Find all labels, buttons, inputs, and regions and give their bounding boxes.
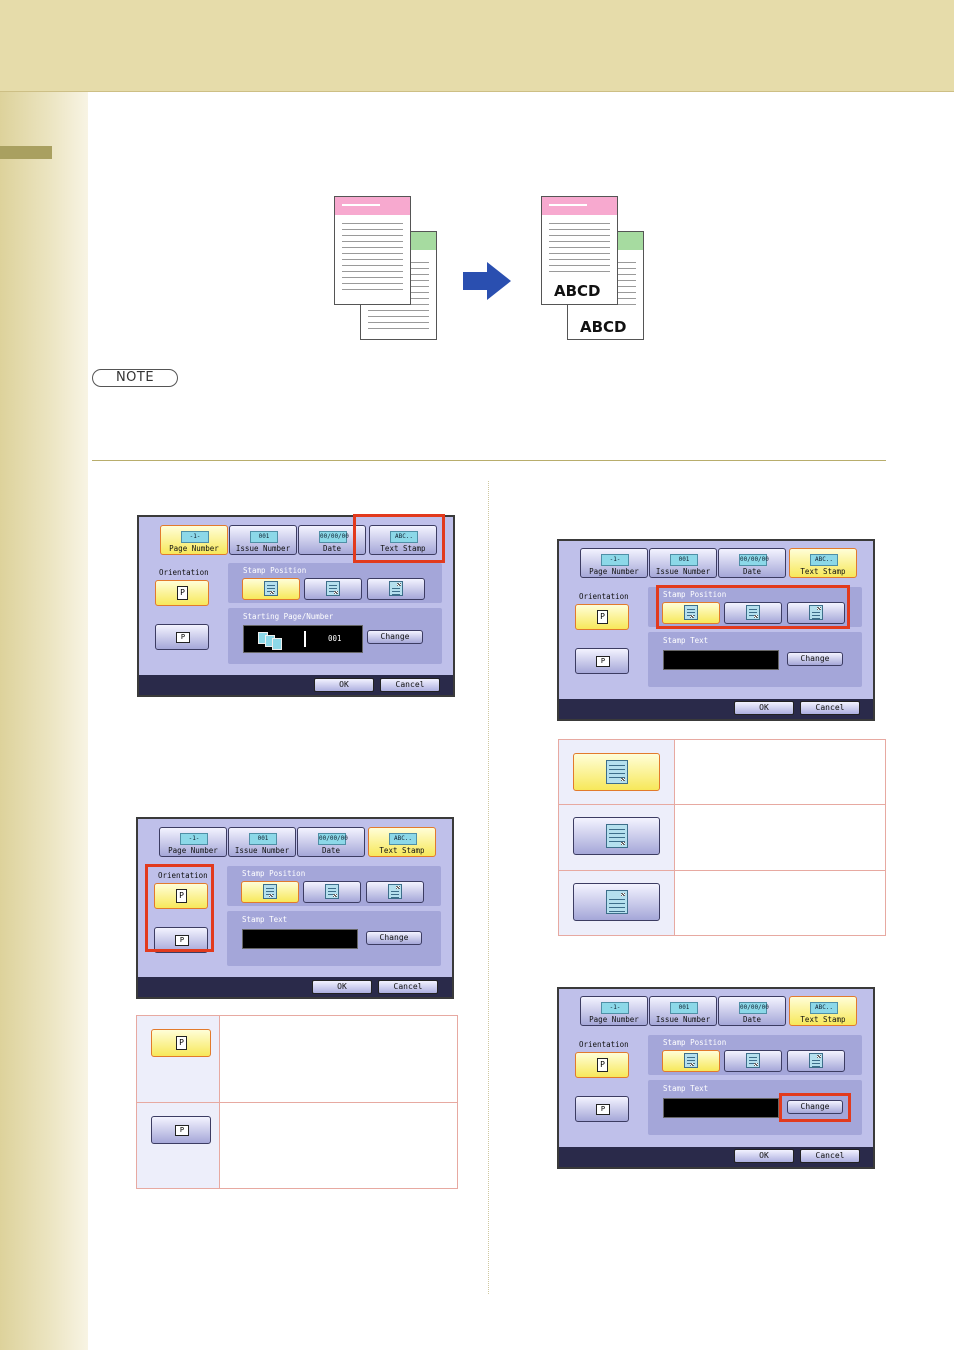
stamp-position-panel: Stamp Position — [648, 587, 862, 627]
change-button[interactable]: Change — [366, 931, 422, 945]
orientation-label: Orientation — [579, 1040, 629, 1049]
orientation-landscape-button[interactable]: P — [575, 1096, 629, 1122]
cancel-button[interactable]: Cancel — [800, 701, 860, 715]
position-top-right-button[interactable] — [787, 1050, 845, 1072]
highlight-change-button — [779, 1093, 851, 1122]
change-button[interactable]: Change — [787, 1100, 843, 1114]
position-bottom-right-button[interactable] — [662, 602, 720, 624]
position-top-right-button[interactable] — [787, 602, 845, 624]
highlight-text-stamp-tab — [353, 514, 445, 563]
starting-number-display: 001 — [243, 625, 363, 653]
ok-button[interactable]: OK — [314, 678, 374, 692]
column-divider — [488, 481, 489, 1294]
stamp-text-back: ABCD — [580, 318, 627, 336]
starting-page-panel: Starting Page/Number 001 Change — [228, 608, 442, 664]
cancel-button[interactable]: Cancel — [800, 1149, 860, 1163]
cancel-button[interactable]: Cancel — [378, 980, 438, 994]
left-sidebar — [0, 92, 88, 1350]
position-bottom-center-button[interactable] — [303, 881, 361, 903]
section-divider — [92, 460, 886, 461]
change-button[interactable]: Change — [367, 630, 423, 644]
tab-page-number[interactable]: -1-Page Number — [580, 996, 648, 1026]
position-bottom-center-button[interactable] — [724, 602, 782, 624]
orientation-portrait-sample: P — [151, 1029, 211, 1057]
position-bottom-center-button[interactable] — [304, 578, 362, 600]
front-page-before — [334, 196, 411, 305]
orientation-portrait-button[interactable]: P — [575, 604, 629, 630]
stamp-position-panel: Stamp Position — [228, 563, 442, 603]
orientation-portrait-button[interactable]: P — [154, 883, 208, 909]
starting-value: 001 — [328, 634, 342, 643]
orientation-landscape-button[interactable]: P — [154, 927, 208, 953]
position-top-right-button[interactable] — [366, 881, 424, 903]
position-top-right-sample — [573, 883, 660, 921]
stamp-text-field[interactable] — [663, 1098, 779, 1118]
position-top-right-button[interactable] — [367, 578, 425, 600]
position-bottom-center-sample — [573, 817, 660, 855]
orientation-label: Orientation — [579, 592, 629, 601]
orientation-landscape-sample: P — [151, 1116, 211, 1144]
tab-text-stamp[interactable]: ABC..Text Stamp — [789, 548, 857, 578]
stamp-text-panel: Stamp Text Change — [227, 911, 441, 966]
orientation-portrait-button[interactable]: P — [155, 580, 209, 606]
note-label: NOTE — [92, 369, 178, 387]
position-bottom-right-button[interactable] — [242, 578, 300, 600]
tab-page-number[interactable]: -1-Page Number — [159, 827, 227, 857]
tab-text-stamp[interactable]: ABC..Text Stamp — [789, 996, 857, 1026]
ok-button[interactable]: OK — [734, 701, 794, 715]
highlight-stamp-position — [656, 585, 850, 629]
section-tab-marker — [0, 146, 52, 159]
stamp-text-front: ABCD — [554, 282, 601, 300]
stamp-position-table — [558, 739, 886, 936]
stamp-text-field[interactable] — [242, 929, 358, 949]
orientation-label: Orientation — [159, 568, 209, 577]
tab-text-stamp[interactable]: ABC..Text Stamp — [368, 827, 436, 857]
right-arrow-icon — [463, 262, 511, 300]
position-bottom-right-sample — [573, 753, 660, 791]
position-bottom-right-button[interactable] — [241, 881, 299, 903]
cancel-button[interactable]: Cancel — [380, 678, 440, 692]
orientation-landscape-button[interactable]: P — [575, 648, 629, 674]
highlight-orientation — [145, 864, 214, 952]
stamp-text-panel: Stamp Text Change — [648, 632, 862, 687]
orientation-table: P P — [136, 1015, 458, 1189]
stamp-text-field[interactable] — [663, 650, 779, 670]
stamp-position-panel: Stamp Position — [227, 866, 441, 906]
change-button[interactable]: Change — [787, 652, 843, 666]
stamp-text-panel: Stamp Text Change — [648, 1080, 862, 1135]
ok-button[interactable]: OK — [312, 980, 372, 994]
front-page-after: ABCD — [541, 196, 618, 305]
tab-text-stamp[interactable]: ABC..Text Stamp — [369, 525, 437, 555]
orientation-label: Orientation — [158, 871, 208, 880]
orientation-landscape-button[interactable]: P — [155, 624, 209, 650]
top-band — [0, 0, 954, 92]
orientation-portrait-button[interactable]: P — [575, 1052, 629, 1078]
position-bottom-center-button[interactable] — [724, 1050, 782, 1072]
position-bottom-right-button[interactable] — [662, 1050, 720, 1072]
tab-page-number[interactable]: -1-Page Number — [160, 525, 228, 555]
stamp-position-panel: Stamp Position — [648, 1035, 862, 1075]
ok-button[interactable]: OK — [734, 1149, 794, 1163]
tab-page-number[interactable]: -1-Page Number — [580, 548, 648, 578]
